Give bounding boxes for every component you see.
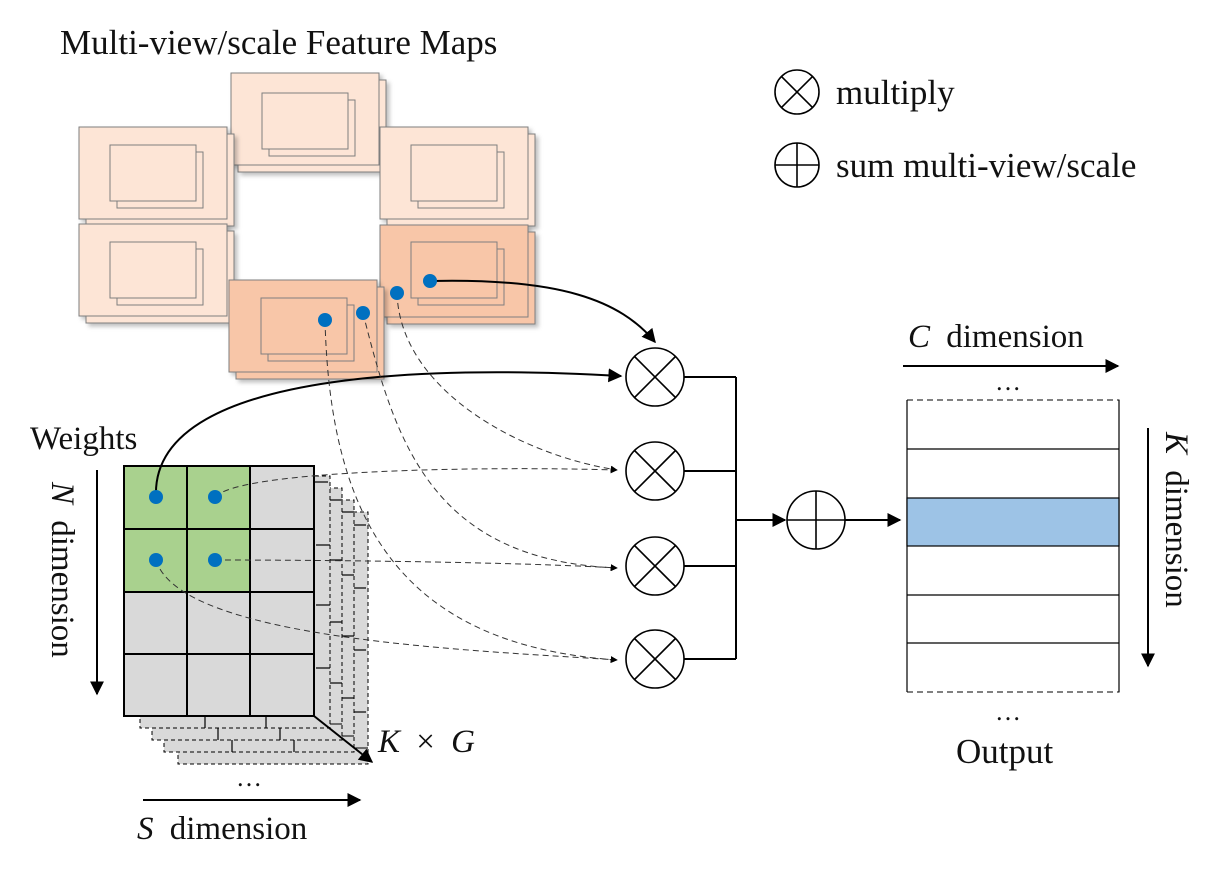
- connection-weight-to-mult1: [154, 368, 623, 498]
- output-block: [906, 399, 1120, 693]
- n-dimension-var: N: [44, 481, 80, 506]
- output-ellipsis-top: …: [995, 367, 1021, 396]
- weight-point-4: [208, 553, 222, 567]
- n-dimension-text: dimension: [44, 520, 80, 658]
- connections: [154, 279, 656, 664]
- feature-maps: [78, 72, 536, 380]
- feature-point-2: [390, 286, 404, 300]
- connection-weight-to-mult3: [214, 559, 618, 572]
- multiply-icon: [625, 629, 685, 689]
- output-highlight-row: [906, 497, 1120, 547]
- depth-op: ×: [416, 724, 435, 760]
- feature-map-lower-left: [78, 223, 235, 324]
- depth-arrow: [313, 715, 374, 763]
- sum-bracket: [684, 376, 787, 660]
- weights-ellipsis: …: [236, 763, 262, 792]
- depth-k: K: [377, 724, 402, 760]
- weights-grid-front: [123, 465, 315, 717]
- weight-point-2: [208, 490, 222, 504]
- multiply-icon: [625, 347, 685, 407]
- feature-point-1: [423, 274, 437, 288]
- feature-map-upper-right: [379, 126, 536, 227]
- feature-map-upper-left: [78, 126, 235, 227]
- feature-map-bottom: [228, 279, 385, 380]
- weights-label: Weights: [30, 421, 137, 457]
- output-label: Output: [956, 732, 1054, 771]
- k-dimension-text: dimension: [1158, 470, 1194, 608]
- s-dimension-text: dimension: [170, 811, 308, 847]
- sum-legend-icon: [774, 142, 820, 188]
- n-dimension-label: N dimension: [44, 481, 80, 658]
- weights-layer-ticks: [204, 481, 366, 752]
- weight-point-3: [149, 553, 163, 567]
- c-dimension-text: dimension: [946, 319, 1084, 355]
- multiply-icon: [625, 536, 685, 596]
- s-dimension-label: S dimension: [137, 811, 307, 847]
- c-dimension-label: C dimension: [908, 319, 1084, 355]
- connection-feature-to-mult4: [324, 319, 618, 664]
- diagram-title: Multi-view/scale Feature Maps: [60, 23, 497, 62]
- depth-g: G: [451, 724, 475, 760]
- connection-weight-to-mult2: [214, 466, 618, 498]
- legend: multiply sum multi-view/scale: [774, 69, 1136, 188]
- connection-feature-to-mult2: [396, 292, 618, 473]
- c-dimension-var: C: [908, 319, 931, 355]
- multiply-nodes: [625, 347, 685, 689]
- svg-text:N dimension: N dimension: [44, 481, 80, 658]
- k-dimension-label: K dimension: [1158, 431, 1194, 608]
- feature-map-top: [230, 72, 387, 173]
- feature-point-4: [318, 313, 332, 327]
- feature-map-lower-right: [379, 224, 536, 325]
- output-ellipsis-bottom: …: [995, 697, 1021, 726]
- sample-points: [149, 274, 437, 567]
- sum-icon: [786, 490, 846, 550]
- sum-legend-label: sum multi-view/scale: [836, 146, 1136, 185]
- connection-feature-to-mult3: [362, 312, 618, 572]
- multiply-legend-label: multiply: [836, 73, 955, 112]
- feature-point-3: [356, 306, 370, 320]
- multiply-icon: [625, 441, 685, 501]
- connection-feature-to-mult1: [429, 279, 656, 344]
- svg-text:K dimension: K dimension: [1158, 431, 1194, 608]
- k-dimension-var: K: [1158, 431, 1194, 456]
- depth-label: K × G: [377, 724, 475, 760]
- s-dimension-var: S: [137, 811, 154, 847]
- multiply-legend-icon: [774, 69, 820, 115]
- weight-point-1: [149, 490, 163, 504]
- weights-layers: [123, 465, 374, 765]
